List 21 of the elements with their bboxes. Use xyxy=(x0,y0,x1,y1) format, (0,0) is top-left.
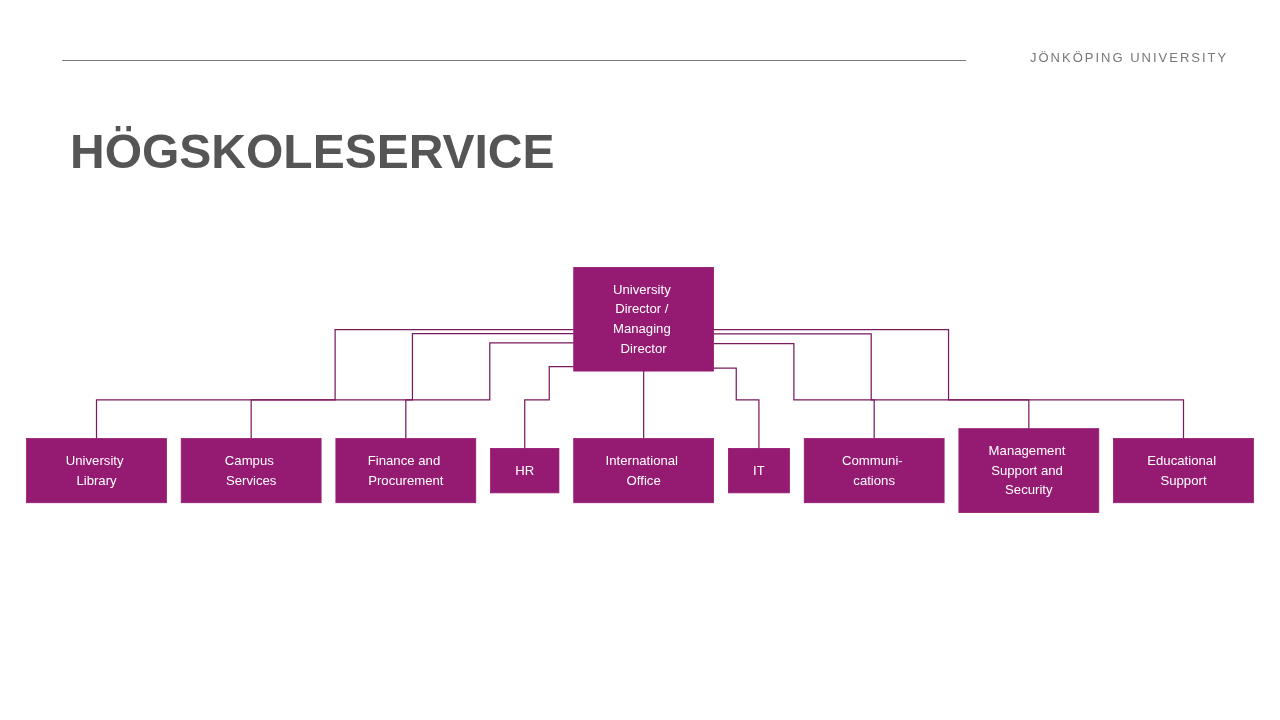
node-box: Communi- cations xyxy=(803,438,945,504)
connector xyxy=(524,366,575,450)
connector xyxy=(712,343,875,440)
node-box: University Director / Managing Director xyxy=(573,267,714,372)
title: HÖGSKOLESERVICE xyxy=(70,124,555,179)
node-box: International Office xyxy=(573,438,714,504)
node-box: University Library xyxy=(26,438,167,504)
connector xyxy=(712,333,1030,430)
node-box: Campus Services xyxy=(180,438,322,504)
node-box: IT xyxy=(728,448,790,494)
node-box: Educational Support xyxy=(1113,438,1254,504)
connector xyxy=(712,367,760,450)
node-box: HR xyxy=(490,448,560,494)
connector xyxy=(643,370,645,440)
node-box: Management Support and Security xyxy=(958,428,1100,513)
connector xyxy=(712,329,1185,440)
connector xyxy=(95,328,575,440)
connector xyxy=(405,342,575,440)
node-box: Finance and Procurement xyxy=(335,438,477,504)
connector xyxy=(250,333,575,440)
university-name: JÖNKÖPING UNIVERSITY xyxy=(1030,50,1229,65)
